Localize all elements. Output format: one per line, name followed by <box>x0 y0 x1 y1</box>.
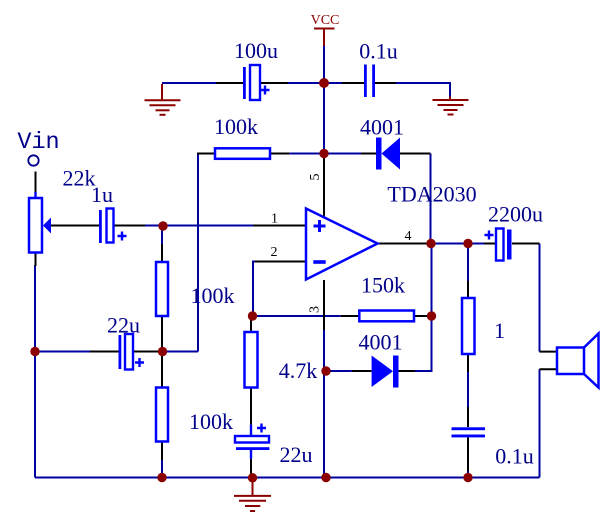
svg-text:4001: 4001 <box>359 330 403 355</box>
svg-text:100k: 100k <box>189 409 233 434</box>
svg-text:0.1u: 0.1u <box>359 39 398 64</box>
svg-text:0.1u: 0.1u <box>495 444 534 469</box>
svg-text:100k: 100k <box>191 283 235 308</box>
svg-text:2200u: 2200u <box>488 202 543 227</box>
svg-text:22u: 22u <box>280 442 313 467</box>
svg-text:1: 1 <box>494 318 505 343</box>
svg-text:4: 4 <box>405 229 412 244</box>
svg-text:TDA2030: TDA2030 <box>387 182 476 207</box>
svg-text:3: 3 <box>308 306 323 313</box>
svg-text:100u: 100u <box>234 38 278 63</box>
svg-text:4.7k: 4.7k <box>279 358 318 383</box>
svg-text:22k: 22k <box>63 166 96 191</box>
svg-text:2: 2 <box>271 245 278 260</box>
svg-text:VCC: VCC <box>311 13 340 28</box>
svg-text:100k: 100k <box>214 114 258 139</box>
svg-text:150k: 150k <box>361 273 405 298</box>
svg-text:5: 5 <box>308 174 323 181</box>
svg-text:1: 1 <box>271 212 278 227</box>
svg-text:22u: 22u <box>107 313 140 338</box>
svg-text:4001: 4001 <box>360 115 404 140</box>
svg-text:Vin: Vin <box>17 129 59 156</box>
svg-text:1u: 1u <box>91 182 113 207</box>
